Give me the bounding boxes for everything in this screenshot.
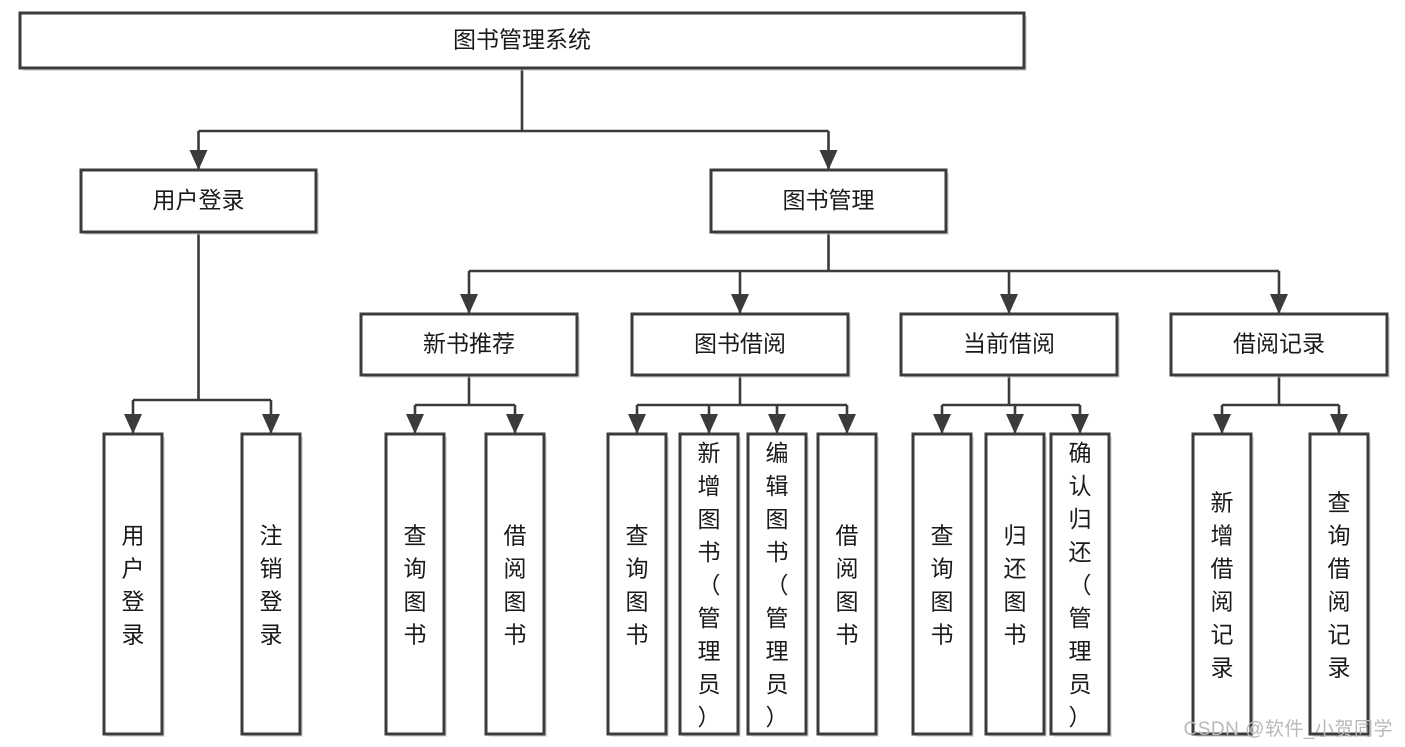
arrow-head-icon xyxy=(189,150,208,170)
leaf-label: 编辑图书（管理员） xyxy=(766,440,789,730)
arrow-head-icon xyxy=(1270,294,1288,314)
level3-node[interactable]: 新书推荐 xyxy=(359,312,580,378)
leaf-node[interactable]: 借阅图书 xyxy=(816,432,879,737)
leaf-node[interactable]: 查询图书 xyxy=(606,432,669,737)
leaf-label: 查询借阅记录 xyxy=(1328,490,1351,681)
leaf-label: 用户登录 xyxy=(122,523,145,648)
arrow-head-icon xyxy=(1071,414,1089,434)
leaf-node[interactable]: 编辑图书（管理员） xyxy=(746,432,809,737)
arrow-head-icon xyxy=(700,414,718,434)
leaf-node[interactable]: 归还图书 xyxy=(984,432,1047,737)
arrow-head-icon xyxy=(124,414,142,434)
level2-node[interactable]: 图书管理 xyxy=(709,168,949,235)
arrow-head-icon xyxy=(838,414,856,434)
leaf-label: 借阅图书 xyxy=(504,523,527,648)
arrow-head-icon xyxy=(406,414,424,434)
arrow-head-icon xyxy=(1006,414,1024,434)
leaf-label: 新增借阅记录 xyxy=(1211,490,1234,681)
leaf-label: 归还图书 xyxy=(1004,523,1027,648)
arrow-head-icon xyxy=(768,414,786,434)
nodes-layer: 图书管理系统用户登录图书管理新书推荐图书借阅当前借阅借阅记录用户登录注销登录查询… xyxy=(18,11,1390,737)
leaf-node[interactable]: 查询图书 xyxy=(911,432,974,737)
arrow-head-icon xyxy=(506,414,524,434)
arrow-head-icon xyxy=(262,414,280,434)
leaf-label: 查询图书 xyxy=(404,523,427,648)
arrow-head-icon xyxy=(933,414,951,434)
arrow-head-icon xyxy=(1000,294,1018,314)
leaf-label: 查询图书 xyxy=(626,523,649,648)
level3-label: 图书借阅 xyxy=(694,331,786,357)
leaf-node[interactable]: 查询图书 xyxy=(384,432,447,737)
leaf-label: 注销登录 xyxy=(260,523,283,648)
watermark-text: CSDN @软件_小贺同学 xyxy=(1183,719,1393,740)
arrow-head-icon xyxy=(731,294,749,314)
leaf-node[interactable]: 新增图书（管理员） xyxy=(678,432,741,737)
leaf-node[interactable]: 用户登录 xyxy=(102,432,165,737)
level3-label: 借阅记录 xyxy=(1233,331,1325,357)
arrow-head-icon xyxy=(460,294,478,314)
leaf-node[interactable]: 注销登录 xyxy=(240,432,303,737)
leaf-node[interactable]: 确认归还（管理员） xyxy=(1049,432,1112,737)
leaf-label: 借阅图书 xyxy=(836,523,859,648)
leaf-label: 确认归还（管理员） xyxy=(1069,440,1092,730)
level3-node[interactable]: 图书借阅 xyxy=(630,312,851,378)
arrow-head-icon xyxy=(1213,414,1231,434)
level3-node[interactable]: 当前借阅 xyxy=(899,312,1120,378)
leaf-label: 查询图书 xyxy=(931,523,954,648)
level3-label: 新书推荐 xyxy=(423,331,515,357)
level3-node[interactable]: 借阅记录 xyxy=(1169,312,1390,378)
level2-label: 图书管理 xyxy=(783,187,875,213)
leaf-node[interactable]: 查询借阅记录 xyxy=(1308,432,1371,737)
connectors-layer xyxy=(124,68,1348,434)
arrow-head-icon xyxy=(628,414,646,434)
leaf-node[interactable]: 借阅图书 xyxy=(484,432,547,737)
root-label: 图书管理系统 xyxy=(453,27,591,53)
leaf-label: 新增图书（管理员） xyxy=(698,440,721,730)
level3-label: 当前借阅 xyxy=(963,331,1055,357)
level2-node[interactable]: 用户登录 xyxy=(79,168,319,235)
level2-label: 用户登录 xyxy=(153,187,245,213)
leaf-node[interactable]: 新增借阅记录 xyxy=(1191,432,1254,737)
arrow-head-icon xyxy=(1330,414,1348,434)
arrow-head-icon xyxy=(819,150,838,170)
root-node[interactable]: 图书管理系统 xyxy=(18,11,1027,71)
